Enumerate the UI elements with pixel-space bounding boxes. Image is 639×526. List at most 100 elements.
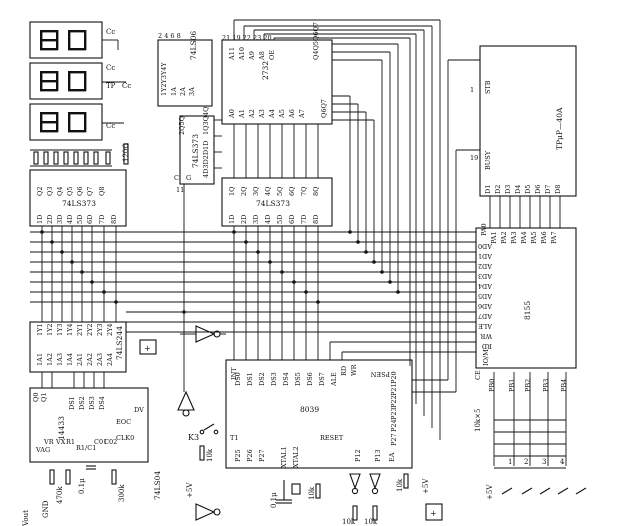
i8155-ale: ALE [478,322,493,330]
i8155-pa4: PA4 [520,231,528,244]
ls244-1a2: 1A2 [46,353,54,366]
i8039-ds5: DS5 [294,372,302,386]
ls373-top-pin-q2: 1Q3Q4Q [202,107,210,135]
key-mark-2: 2 [524,458,528,466]
resistor-pack-10kx5: 10k×5 [474,372,567,469]
cc-label-4: Cc [122,82,131,90]
ls373-left-d6: 6D [86,215,94,224]
chip-74ls373-mid-label: 74LS373 [256,199,290,208]
ls244-1a3: 1A3 [56,353,64,366]
ls373-mid-d2: 2D [240,215,248,224]
i8039-p20: P20 [390,371,398,384]
reset-network: 10k [308,483,321,500]
i8155-pb1: PB1 [508,379,516,392]
key-mark-4: 4 [560,458,565,466]
eprom-q-top: Q4Q5Q6Q7 [312,22,320,60]
resistor-300k-label: 300k [118,484,126,502]
mc14433-vx: VX [55,438,66,446]
printer-d4: D4 [514,185,522,194]
ls373-left-d1: 1D [36,215,44,224]
chip-74ls244: 74LS244 1Y1 1Y2 1Y3 1Y4 2Y1 2Y2 2Y3 2Y4 … [29,321,127,373]
chip-74ls373-left: 74LS373 Q2 Q3 Q4 Q5 Q6 Q7 Q8 1D 2D 3D 4D… [29,169,127,227]
i8039-p21: P21 [390,383,398,396]
ls244-1y1: 1Y1 [36,323,44,336]
plus-box-2-label: + [430,509,437,518]
i8155-ad2: AD2 [478,262,493,270]
ls373-left-q5: Q5 [66,187,74,196]
ls373-left-d7: 7D [98,215,106,224]
ls373-mid-q6: 6Q [288,187,296,196]
printer-d2: D2 [494,185,502,194]
i8155-pa1: PA1 [490,231,498,244]
ls244-1y2: 1Y2 [46,323,54,336]
ls373-left-d4: 4D [66,215,74,224]
i8039-p27-r: P27 [390,433,398,446]
mc14433-c02: C02 [104,438,117,446]
chip-8155-label: 8155 [523,301,532,320]
ls373-top-pin-q: 2Q5Q [178,116,186,135]
cc-label-2: Cc [106,64,115,72]
i8155-pa0: PA0 [480,223,488,236]
ls06-pin-3a: 3A [188,87,196,96]
chip-74ls373-top-label: 74LS373 [191,134,200,168]
i8155-pa5: PA5 [530,231,538,244]
chip-74ls04-label: 74LS04 [153,471,162,500]
printer-d6: D6 [534,185,542,194]
ls244-1a4: 1A4 [66,353,74,366]
adc-input-network: 470k 300k 0.1μ Vout GND [22,465,126,526]
ls244-2a4: 2A4 [106,353,114,366]
i8039-ea: EA [388,452,396,462]
resistor-10k-ea-label: 10k [396,478,404,492]
i8039-reset: RESET [320,434,344,442]
ls373-mid-d4: 4D [264,215,272,224]
eprom-oe: OE [268,50,276,60]
mc14433-eoc: EOC [116,418,131,426]
chip-mc14433: 14433 Q0 Q1 DS1 DS2 DS3 DS4 VAG VR VX R1… [29,387,149,463]
i8039-t1: T1 [230,434,238,442]
ls373-mid-d7: 7D [300,215,308,224]
i8155-pa7: PA7 [550,231,558,244]
segment-resistor-array [30,149,112,167]
ls244-2a2: 2A2 [86,353,94,366]
i8155-pa2: PA2 [500,231,508,244]
ls373-mid-q8: 8Q [312,187,320,196]
resistor-10k-k3: 10k [199,445,214,462]
i8155-pa3: PA3 [510,231,518,244]
i8155-ad7: AD7 [478,312,493,320]
chip-74ls06-label: 74LS06 [189,31,198,60]
i8039-psen: PSEN [370,370,390,378]
ls373-mid-q7: 7Q [300,187,308,196]
eprom-a8: A8 [258,51,266,61]
eprom-a11: A11 [228,47,236,61]
i8039-rd: RD [340,366,348,376]
printer-stb: STB [484,80,492,94]
eprom-pin-nums-top: 21 19 22 23 20 [222,34,272,42]
ls373-left-d8: 8D [110,215,118,224]
chip-14433-label: 14433 [57,416,66,440]
resistor-10k-k3-label: 10k [206,448,214,462]
i8039-ds2: DS2 [258,372,266,386]
switch-k3-label: K3 [188,433,199,442]
i8155-ad4: AD4 [478,282,493,290]
mc14433-q1: Q1 [40,393,48,402]
eprom-a6: A6 [288,109,296,119]
ls244-2y1: 2Y1 [76,323,84,336]
chip-74ls06: 74LS06 1Y2Y3Y4Y 1A 2A 3A 2 4 6 8 [157,31,213,107]
mc14433-ds3: DS3 [88,396,96,410]
mc14433-r1: R1 [66,438,75,446]
ls373-mid-d1: 1D [228,215,236,224]
i8039-p12: P12 [354,449,362,462]
i8155-pb4: PB4 [560,379,568,392]
ls373-top-pin-d: 4D3D2D1D [202,141,210,178]
ls06-pin-2a: 2A [179,87,187,96]
ls244-2y3: 2Y3 [96,323,104,336]
printer-d8: D8 [554,185,562,194]
i8039-p23: P23 [390,407,398,420]
resistor-120 [123,143,129,165]
i8155-ce: CE [474,370,482,380]
i8155-iom: IO/M [482,349,490,366]
i8155-wr: WR [479,332,492,340]
crystal-caps: 0.1μ [270,480,301,508]
chip-8039-label: 8039 [300,405,319,414]
mc14433-r1c1: R1/C1 [76,444,96,452]
